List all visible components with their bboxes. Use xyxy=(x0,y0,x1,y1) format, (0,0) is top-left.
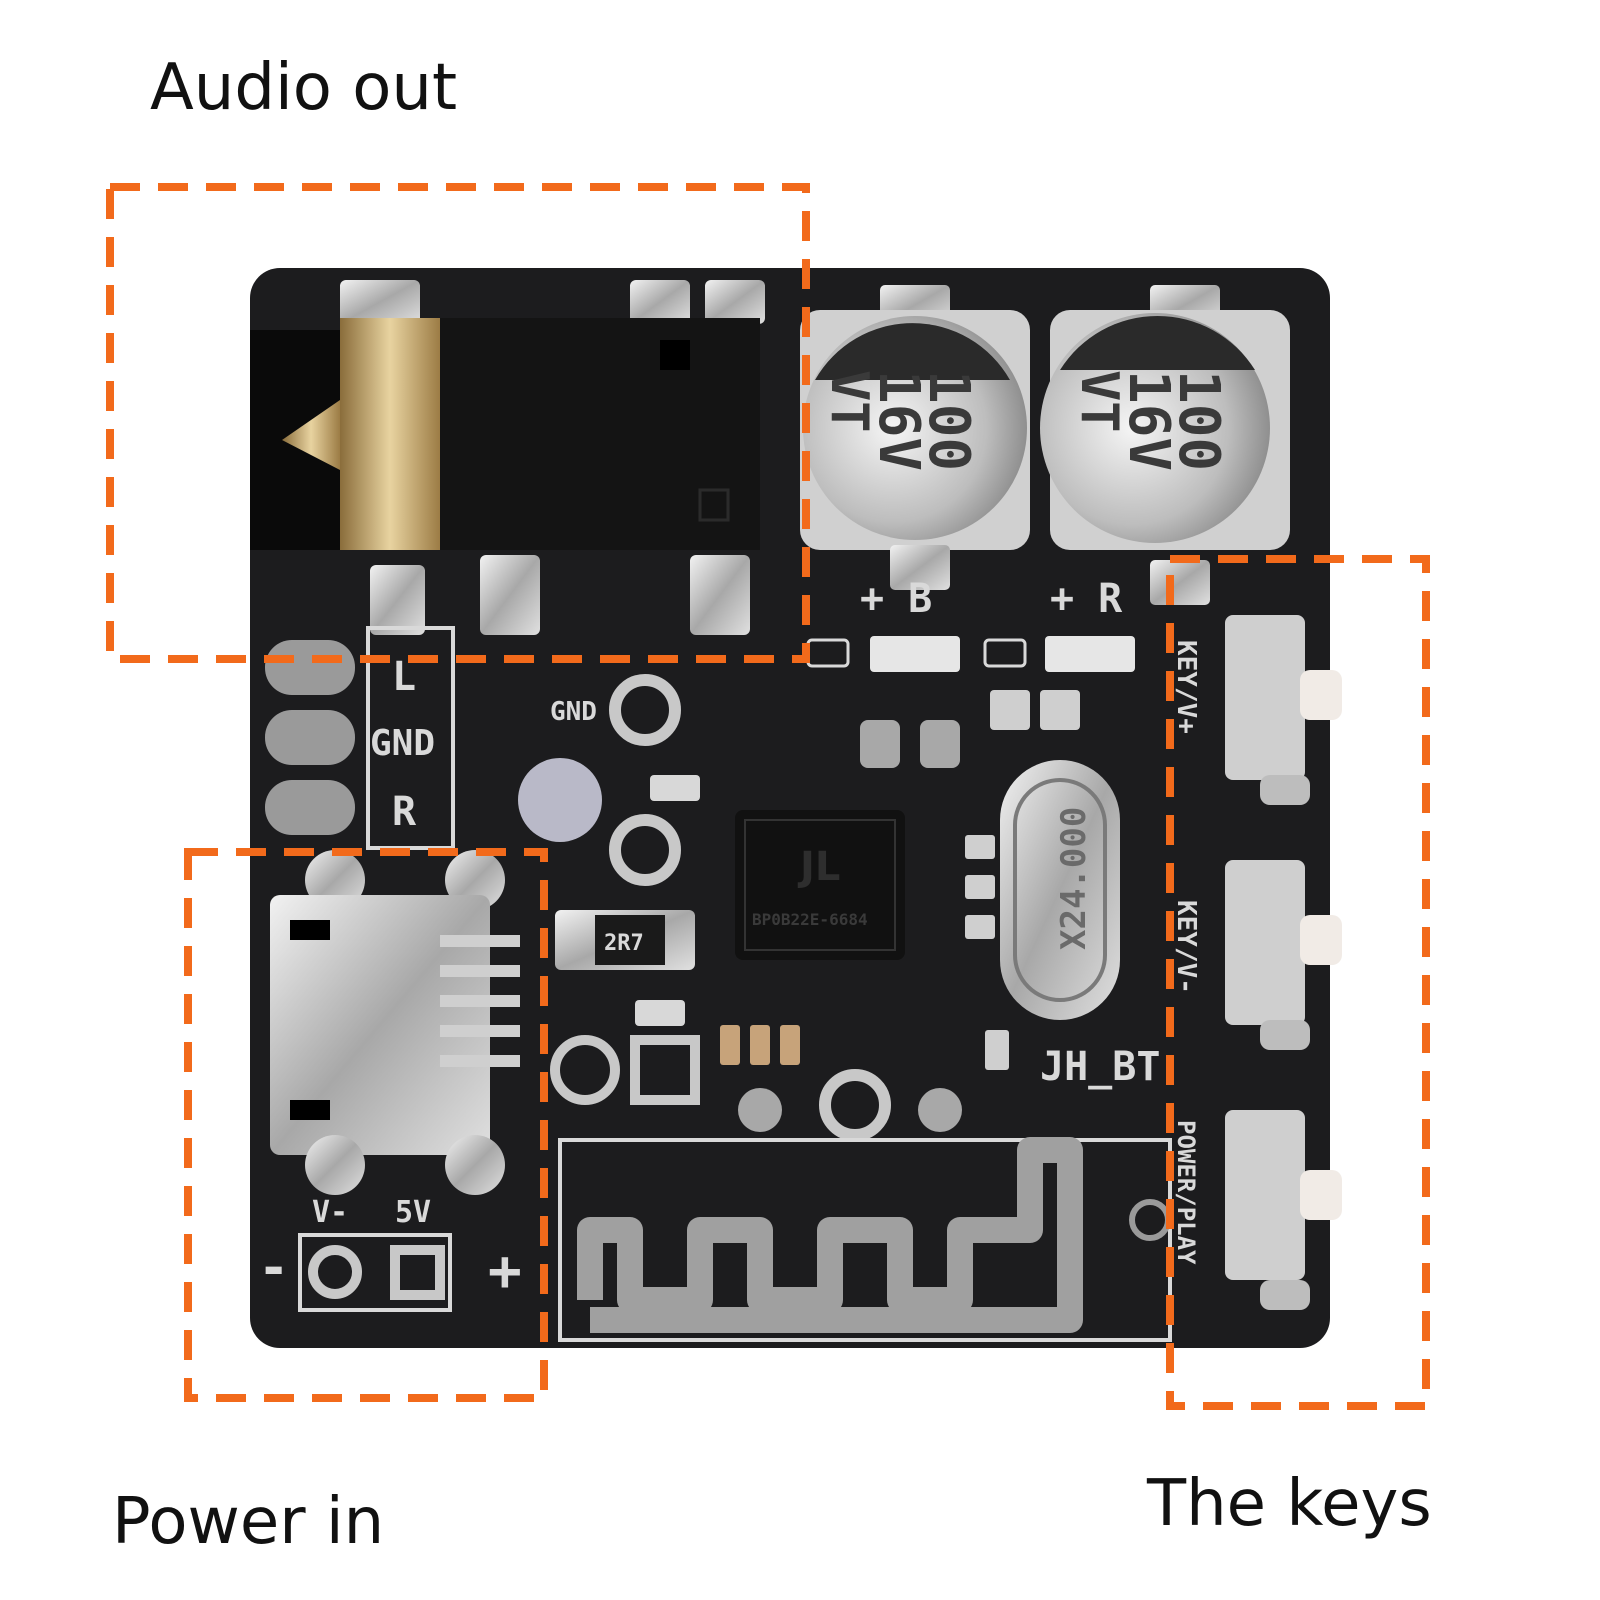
pcb-antenna xyxy=(558,1137,1172,1342)
chip-label: BP0B22E-6684 xyxy=(752,910,868,929)
capacitor-right: 100 16V VT xyxy=(1040,285,1290,605)
silk-key-vol-down: KEY/V- xyxy=(1171,900,1201,994)
led-row xyxy=(806,636,1135,730)
silk-5v: 5V xyxy=(395,1195,431,1230)
silk-v-minus: V- xyxy=(312,1195,348,1230)
mount-hole xyxy=(518,758,602,842)
key-switch-power-play xyxy=(1225,1110,1342,1310)
audio-output-pads xyxy=(265,626,455,850)
cap-right-series: VT xyxy=(1069,370,1129,433)
power-input-header xyxy=(298,1233,452,1312)
audio-jack xyxy=(250,280,765,635)
svg-text:JL: JL xyxy=(797,844,840,890)
cap-left-voltage: 16V xyxy=(866,370,931,471)
cap-right-voltage: 16V xyxy=(1116,370,1181,471)
silk-gnd: GND xyxy=(370,723,435,764)
audio-out-callout xyxy=(106,183,810,663)
cap-left-series: VT xyxy=(819,370,879,433)
key-switch-vol-down xyxy=(1225,860,1342,1050)
smd-components xyxy=(720,720,1009,1070)
silk-key-vol-up: KEY/V+ xyxy=(1171,640,1201,734)
audio-out-caption: Audio out xyxy=(150,51,458,125)
silk-plus: + xyxy=(488,1239,522,1304)
key-switch-vol-up xyxy=(1225,615,1342,805)
silk-plus-r: + R xyxy=(1050,576,1123,622)
cap-right-value: 100 xyxy=(1166,370,1231,471)
power-in-caption: Power in xyxy=(112,1485,385,1559)
crystal-oscillator: X24.000 xyxy=(1000,760,1120,1020)
power-in-callout xyxy=(184,848,548,1402)
micro-usb-connector xyxy=(270,850,520,1195)
silk-plus-b: + B xyxy=(860,576,932,622)
keys-caption: The keys xyxy=(1147,1467,1432,1541)
capacitor-left: 100 16V VT xyxy=(800,285,1030,590)
silk-pin-gnd: GND xyxy=(550,697,597,727)
cap-left-value: 100 xyxy=(916,370,981,471)
resistor-label: 2R7 xyxy=(604,931,644,956)
keys-callout xyxy=(1166,555,1430,1410)
resistor-2r7: 2R7 xyxy=(555,910,695,970)
silk-key-power: POWER/PLAY xyxy=(1172,1120,1200,1265)
board-name: JH_BT xyxy=(1040,1044,1160,1090)
silk-minus: - xyxy=(258,1238,289,1298)
crystal-label: X24.000 xyxy=(1054,807,1094,950)
bluetooth-chip: JL BP0B22E-6684 xyxy=(735,810,905,960)
silk-right: R xyxy=(392,789,417,835)
